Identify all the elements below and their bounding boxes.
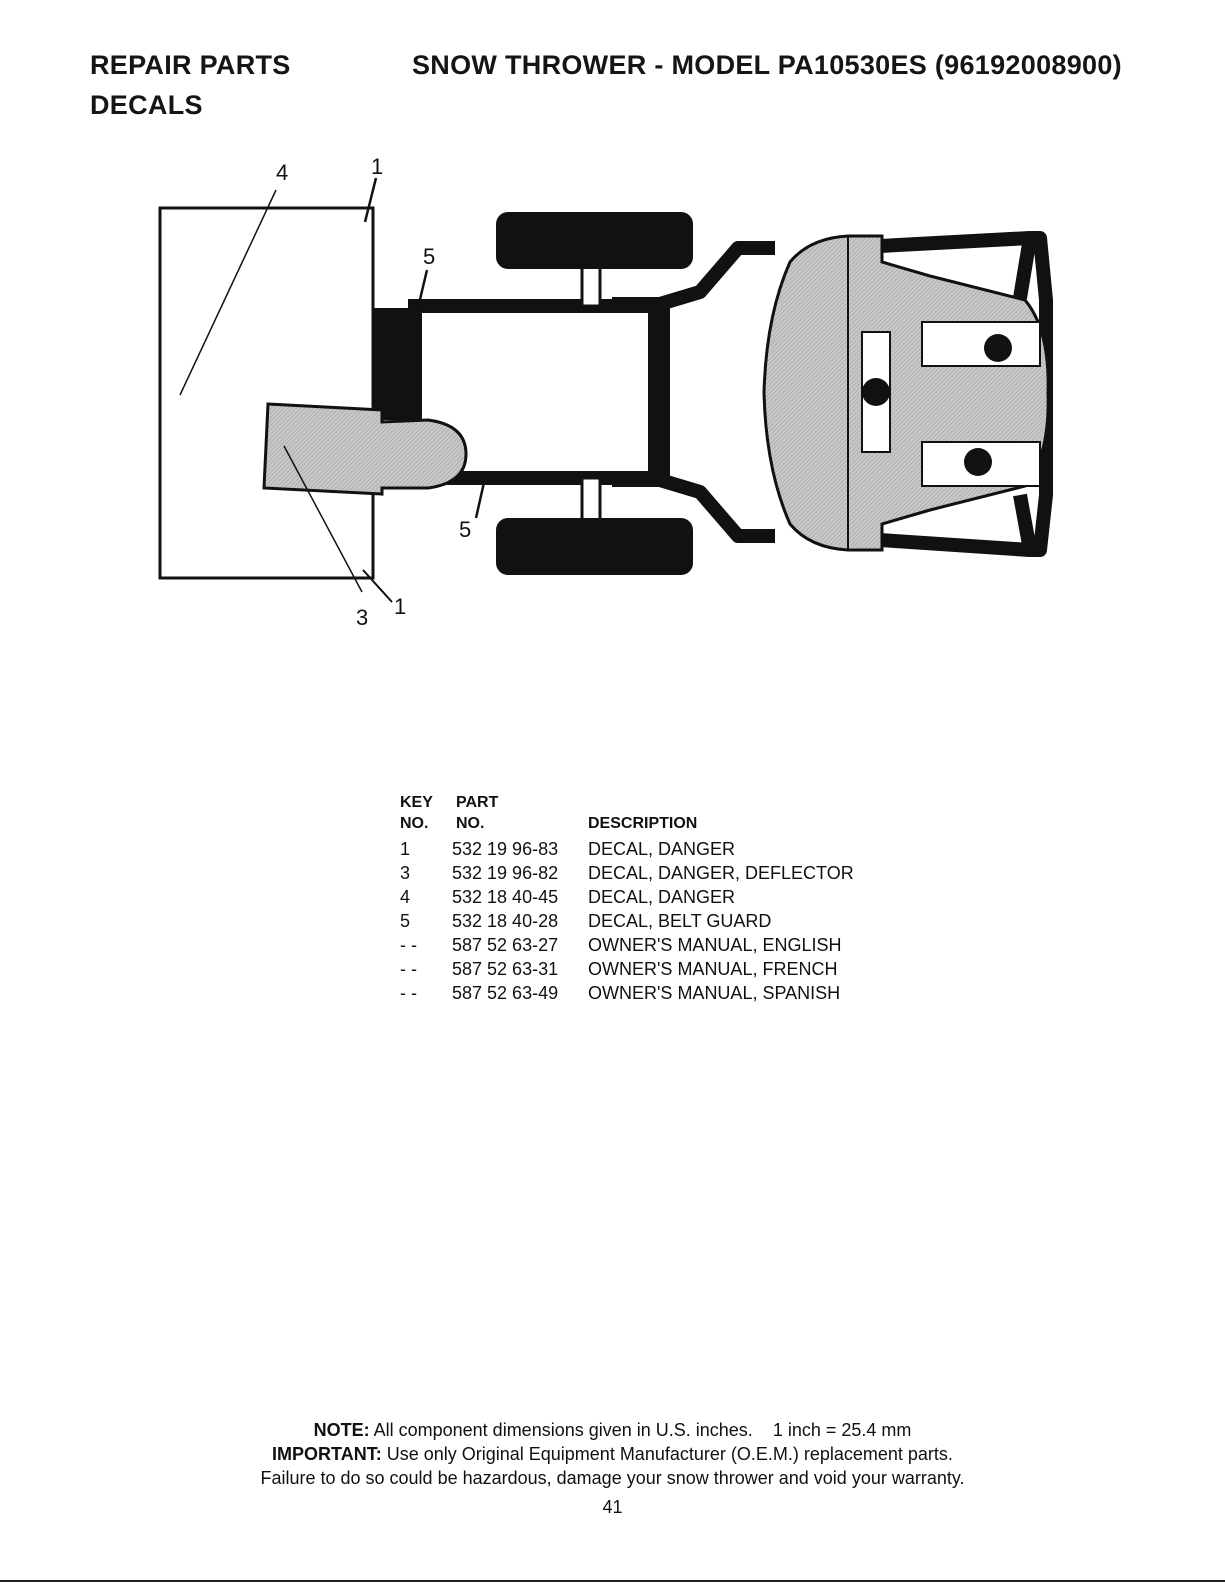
- part-no: 532 18 40-28: [452, 911, 559, 931]
- part-no: 587 52 63-31: [452, 959, 559, 979]
- important-text: Use only Original Equipment Manufacturer…: [381, 1444, 953, 1464]
- key-header-line1: KEY: [400, 794, 433, 811]
- part-no: 587 52 63-27: [452, 935, 559, 955]
- key-no: - -: [400, 935, 417, 955]
- notes-block: NOTE: All component dimensions given in …: [0, 1418, 1225, 1490]
- part-header-line2: NO.: [456, 815, 485, 832]
- description-header: DESCRIPTION: [588, 815, 698, 832]
- callout-1-bottom: 1: [394, 594, 406, 619]
- important-line: IMPORTANT: Use only Original Equipment M…: [0, 1442, 1225, 1466]
- snow-thrower-decal-diagram: 1 4 5 5 3 1: [158, 154, 1053, 630]
- subsection-title: DECALS: [90, 90, 203, 120]
- important-label: IMPORTANT:: [272, 1444, 382, 1464]
- auger-housing: [158, 206, 375, 580]
- part-no: 587 52 63-49: [452, 983, 559, 1003]
- key-header-line2: NO.: [400, 815, 429, 832]
- page-number: 41: [602, 1497, 623, 1517]
- description: DECAL, DANGER: [588, 839, 736, 859]
- key-no: 4: [400, 887, 411, 907]
- engine-cover: [762, 234, 1050, 552]
- note-label: NOTE:: [313, 1420, 370, 1440]
- discharge-chute: [262, 402, 468, 496]
- description: OWNER'S MANUAL, FRENCH: [588, 959, 838, 979]
- description: OWNER'S MANUAL, ENGLISH: [588, 935, 842, 955]
- key-no: - -: [400, 983, 417, 1003]
- bottom-rule: [0, 1580, 1225, 1582]
- part-no: 532 19 96-83: [452, 839, 559, 859]
- failure-line: Failure to do so could be hazardous, dam…: [260, 1468, 965, 1488]
- wheel-bottom: [496, 518, 693, 575]
- part-no: 532 18 40-45: [452, 887, 559, 907]
- callout-5-bottom: 5: [459, 517, 471, 542]
- wheel-top: [496, 212, 693, 269]
- page-title: SNOW THROWER - MODEL PA10530ES (96192008…: [412, 50, 1122, 80]
- key-no: 1: [400, 839, 411, 859]
- key-no: - -: [400, 959, 417, 979]
- callout-1-top: 1: [371, 154, 383, 179]
- note-text: All component dimensions given in U.S. i…: [369, 1420, 912, 1440]
- description: OWNER'S MANUAL, SPANISH: [588, 983, 841, 1003]
- part-header-line1: PART: [456, 794, 499, 811]
- description: DECAL, DANGER: [588, 887, 736, 907]
- section-title: REPAIR PARTS: [90, 50, 291, 80]
- part-no: 532 19 96-82: [452, 863, 559, 883]
- key-no: 3: [400, 863, 411, 883]
- note-line: NOTE: All component dimensions given in …: [0, 1418, 1225, 1442]
- callout-3: 3: [356, 605, 368, 630]
- key-no: 5: [400, 911, 411, 931]
- description: DECAL, DANGER, DEFLECTOR: [588, 863, 854, 883]
- callout-5-top: 5: [423, 244, 435, 269]
- description: DECAL, BELT GUARD: [588, 911, 772, 931]
- callout-4: 4: [276, 160, 288, 185]
